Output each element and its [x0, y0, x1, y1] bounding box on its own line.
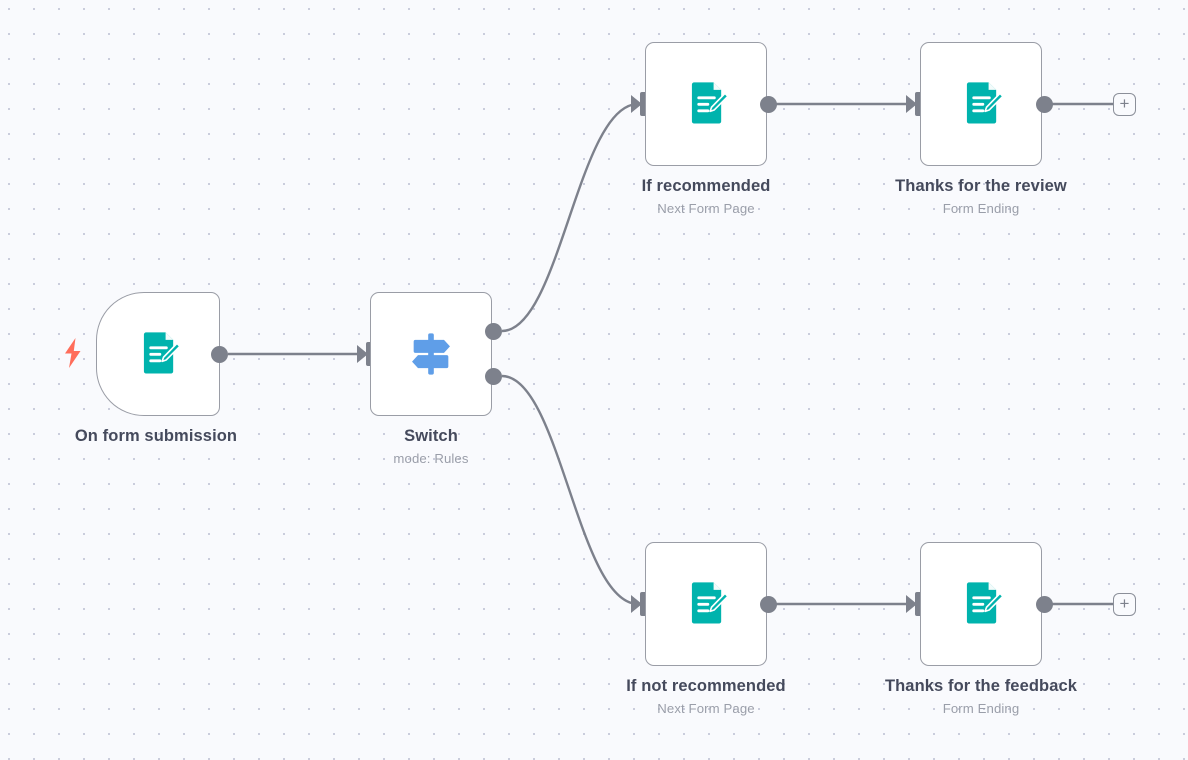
output-dot-thanks-for-the-review[interactable] — [1036, 96, 1053, 113]
output-dot-switch-1[interactable] — [485, 323, 502, 340]
node-subtitle: Next Form Page — [657, 701, 755, 717]
node-subtitle: Form Ending — [942, 201, 1020, 217]
label-if-not-recommended: If not recommended Next Form Page — [586, 677, 826, 717]
signpost-icon — [412, 333, 450, 375]
form-document-pencil-icon — [966, 82, 1004, 124]
node-if-not-recommended[interactable] — [645, 542, 767, 666]
add-node-button-bottom[interactable]: + — [1113, 593, 1136, 616]
node-subtitle: Form Ending — [942, 701, 1020, 717]
node-title: On form submission — [74, 427, 238, 445]
node-title: Switch — [404, 427, 458, 445]
form-document-pencil-icon — [691, 82, 729, 124]
label-thanks-for-the-feedback: Thanks for the feedback Form Ending — [861, 677, 1101, 717]
edge-switch-to-if-not-recommended — [501, 374, 639, 606]
output-dot-on-form-submission[interactable] — [211, 346, 228, 363]
label-if-recommended: If recommended Next Form Page — [586, 177, 826, 217]
form-document-pencil-icon — [691, 582, 729, 624]
output-dot-if-recommended[interactable] — [760, 96, 777, 113]
output-dot-switch-2[interactable] — [485, 368, 502, 385]
label-on-form-submission: On form submission — [31, 427, 281, 445]
form-document-pencil-icon — [966, 582, 1004, 624]
form-document-pencil-icon — [143, 332, 181, 374]
output-dot-if-not-recommended[interactable] — [760, 596, 777, 613]
node-if-recommended[interactable] — [645, 42, 767, 166]
edge-switch-to-if-recommended — [501, 102, 639, 333]
node-thanks-for-the-review[interactable] — [920, 42, 1042, 166]
node-title: If not recommended — [626, 677, 786, 695]
node-subtitle: Next Form Page — [657, 201, 755, 217]
node-on-form-submission[interactable] — [96, 292, 220, 416]
node-title: If recommended — [641, 177, 771, 195]
node-title: Thanks for the feedback — [884, 677, 1078, 695]
node-subtitle: mode: Rules — [393, 451, 469, 467]
node-title: Thanks for the review — [895, 177, 1067, 195]
label-switch: Switch mode: Rules — [331, 427, 531, 467]
node-switch[interactable] — [370, 292, 492, 416]
add-node-button-top[interactable]: + — [1113, 93, 1136, 116]
output-dot-thanks-for-the-feedback[interactable] — [1036, 596, 1053, 613]
node-thanks-for-the-feedback[interactable] — [920, 542, 1042, 666]
trigger-lightning-bolt-icon — [65, 338, 81, 368]
label-thanks-for-the-review: Thanks for the review Form Ending — [861, 177, 1101, 217]
